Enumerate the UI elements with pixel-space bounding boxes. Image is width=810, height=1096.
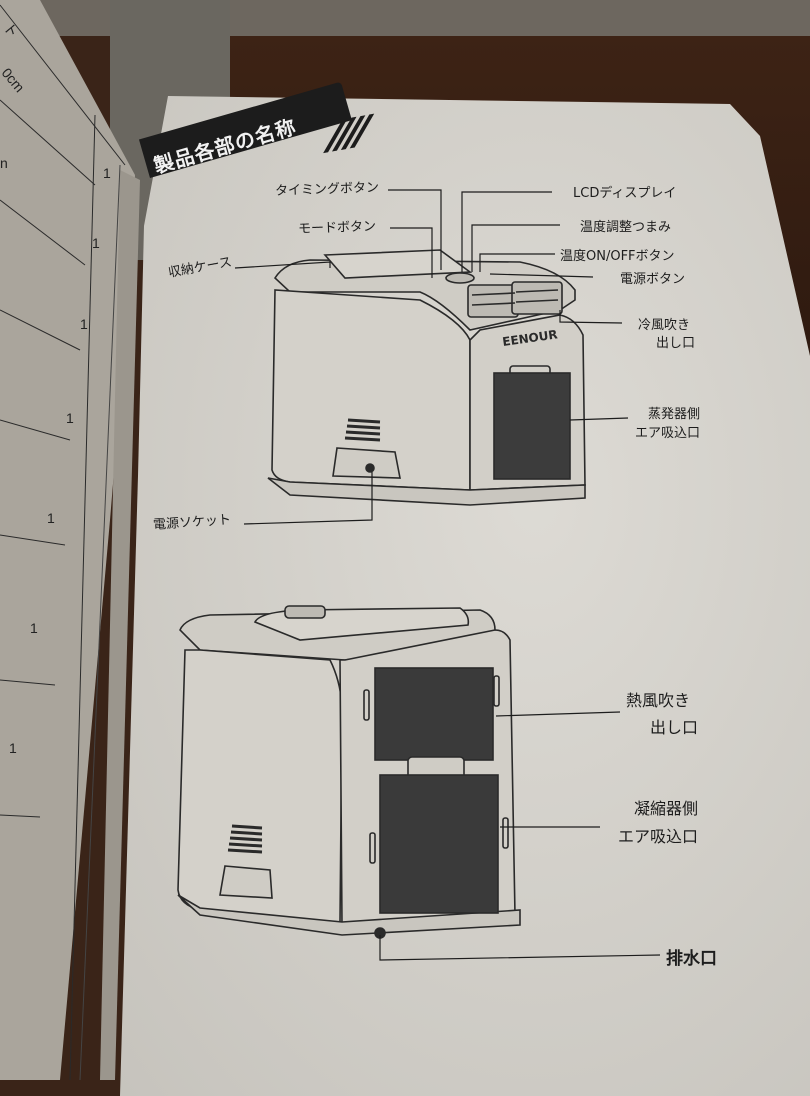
label-power-button: 電源ボタン	[620, 272, 686, 287]
label-condenser-intake: 凝縮器側	[634, 799, 699, 818]
rear-view-illustration	[177, 605, 521, 939]
left-page-header-fragment: n	[0, 155, 8, 171]
left-page-quantity: 1	[92, 235, 100, 251]
label-temp-onoff-button: 温度ON/OFFボタン	[560, 249, 675, 264]
front-view-illustration	[267, 249, 586, 506]
label-lcd-display: LCDディスプレイ	[573, 186, 677, 201]
left-page: ト 0cm n 1 1 1 1 1 1 1	[0, 0, 150, 1080]
left-page-quantity: 1	[103, 165, 111, 181]
left-page-quantity: 1	[9, 740, 17, 756]
leader-lines	[234, 189, 661, 961]
left-page-quantity: 1	[30, 620, 38, 636]
label-hot-air-outlet: 熱風吹き	[626, 691, 691, 710]
left-page-quantity: 1	[80, 316, 88, 332]
label-drain: 排水口	[666, 949, 717, 969]
left-page-table	[0, 0, 140, 1080]
label-evaporator-intake-line2: エア吸込口	[635, 426, 701, 441]
label-mode-button: モードボタン	[297, 219, 377, 237]
label-timing-button: タイミングボタン	[274, 180, 380, 199]
label-temp-knob: 温度調整つまみ	[580, 220, 672, 235]
label-hot-air-outlet-line2: 出し口	[650, 718, 699, 737]
main-page	[120, 96, 810, 1096]
left-page-quantity: 1	[66, 410, 74, 426]
label-condenser-intake-line2: エア吸込口	[618, 827, 699, 846]
label-cold-air-outlet: 冷風吹き	[638, 318, 691, 333]
left-page-quantity: 1	[47, 510, 55, 526]
label-evaporator-intake: 蒸発器側	[648, 407, 701, 422]
label-cold-air-outlet-line2: 出し口	[656, 336, 696, 351]
